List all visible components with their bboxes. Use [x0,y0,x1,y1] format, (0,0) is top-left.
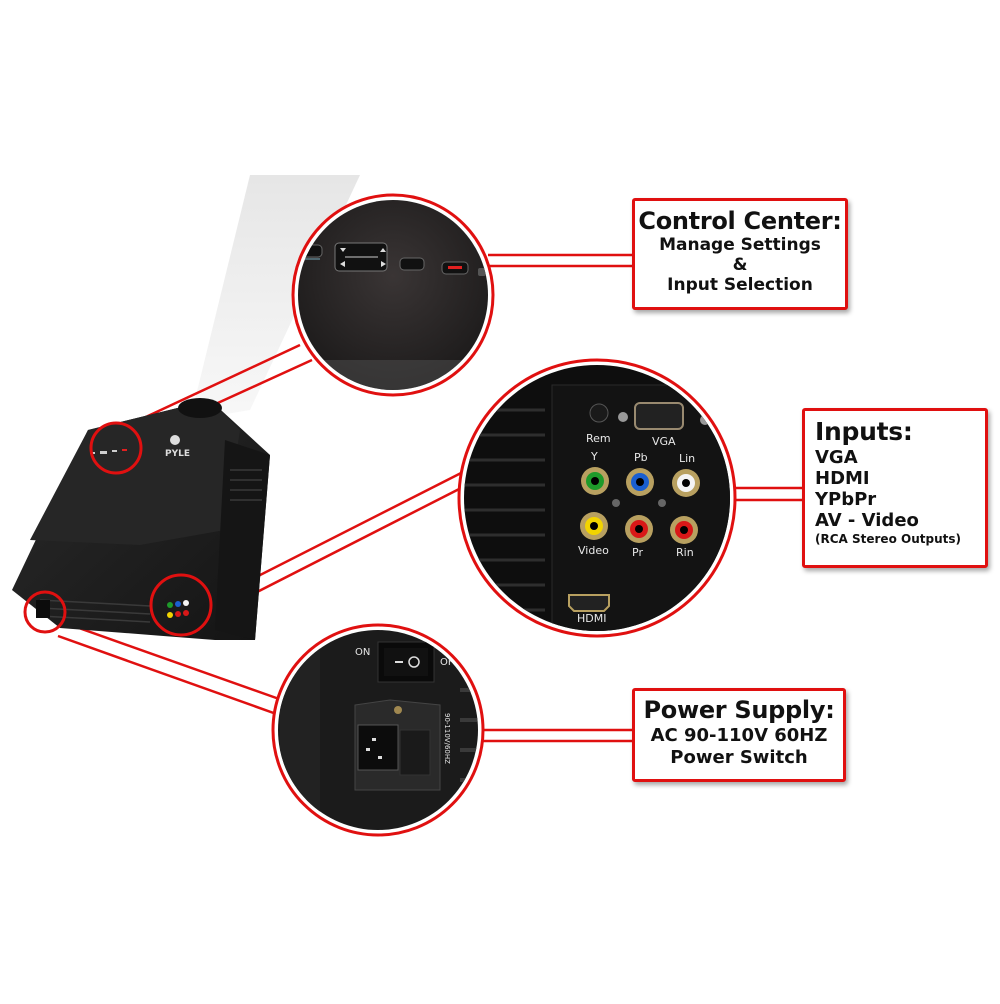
rca-y-green [581,467,609,495]
switch-on-label: ON [355,647,370,658]
control-center-line-2: & [732,255,748,275]
control-center-line-1: Manage Settings [659,235,821,255]
control-center-line-3: Input Selection [667,275,813,295]
projector-body: PYLE [12,398,270,640]
port-label-hdmi: HDMI [577,612,606,625]
power-supply-title: Power Supply: [643,696,835,724]
pyle-logo: PYLE [165,435,190,459]
power-button [441,261,469,275]
inputs-zoom-circle: Rem VGA Y Pb Lin Video Pr Rin HDMI [457,358,737,638]
inputs-item-av-video: AV - Video [815,510,919,531]
power-supply-zoom-circle: switch ON OFF 90-110V/60HZ [271,623,485,837]
brand-logo-text: PYLE [165,449,190,459]
inputs-item-vga: VGA [815,447,858,468]
switch-off-label: OFF [440,657,460,668]
control-center-title: Control Center: [638,207,842,235]
port-label-pr: Pr [632,546,643,559]
port-label-y: Y [590,450,598,463]
inputs-note: (RCA Stereo Outputs) [815,532,961,546]
source-button [399,257,425,271]
port-label-lin: Lin [679,452,695,465]
power-supply-line-2: Power Switch [670,747,808,768]
inputs-title: Inputs: [815,417,913,446]
rca-pr-red [625,515,653,543]
rocker-switch [377,641,435,683]
ac-inlet [354,699,441,791]
power-supply-callout: Power Supply: AC 90-110V 60HZ Power Swit… [632,688,846,782]
rca-rin-red [670,516,698,544]
port-label-rin: Rin [676,546,694,559]
rca-pb-blue [626,468,654,496]
port-label-pb: Pb [634,451,648,464]
port-label-rem: Rem [586,432,611,445]
navigation-pad [334,242,388,272]
control-center-callout: Control Center: Manage Settings & Input … [632,198,848,310]
voltage-rating-label: 90-110V/60HZ [443,713,451,764]
port-label-video: Video [578,544,609,557]
inputs-callout: Inputs: VGA HDMI YPbPr AV - Video (RCA S… [802,408,988,568]
port-label-vga: VGA [652,435,676,448]
power-supply-line-1: AC 90-110V 60HZ [650,725,828,746]
remote-sensor [589,403,609,423]
inputs-item-ypbpr: YPbPr [815,489,877,510]
rca-lin-white [672,469,700,497]
hdmi-port [568,594,610,612]
inputs-item-hdmi: HDMI [815,468,870,489]
rca-video-yellow [580,512,608,540]
control-center-zoom-circle [291,193,495,397]
